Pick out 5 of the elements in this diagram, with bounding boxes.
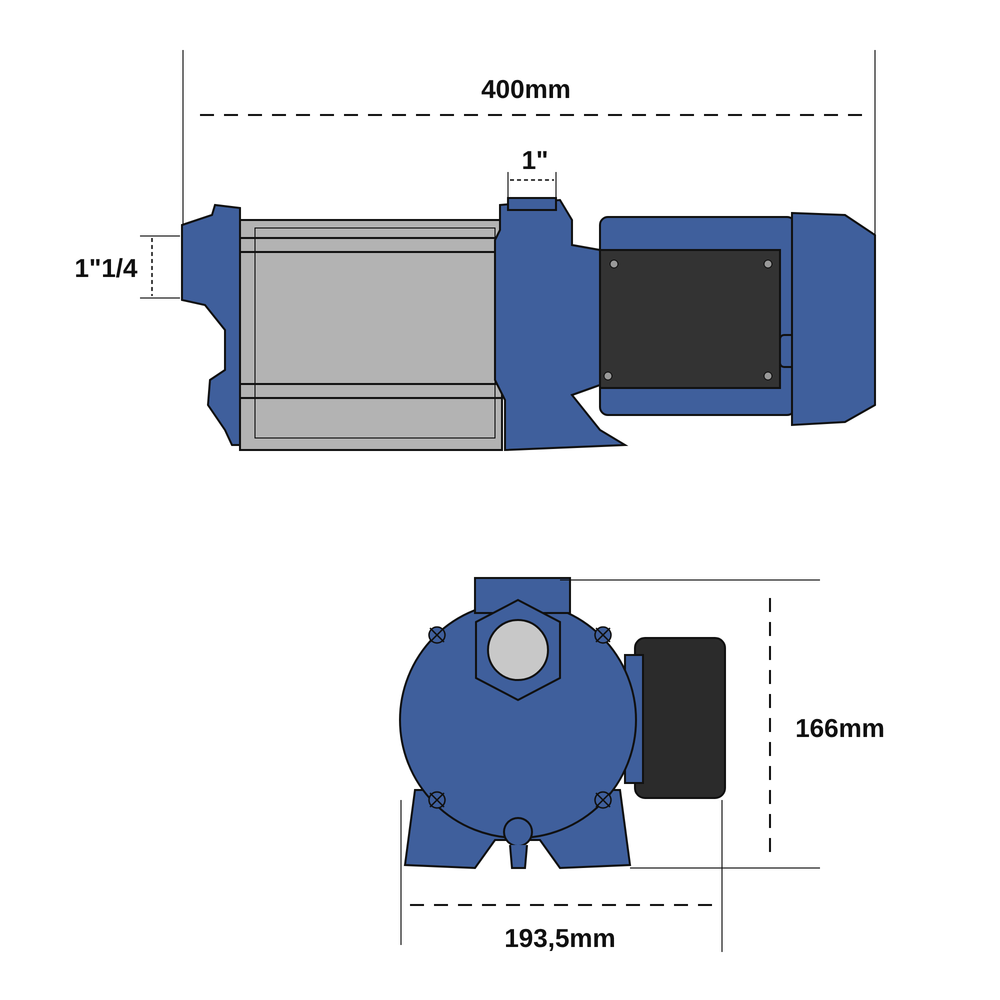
dimension-label: 1" <box>522 147 548 173</box>
dimension-label: 1"1/4 <box>74 255 138 281</box>
dimension-label: 400mm <box>481 76 571 102</box>
dimension-label: 193,5mm <box>504 925 616 951</box>
dimension-label: 166mm <box>795 715 885 741</box>
